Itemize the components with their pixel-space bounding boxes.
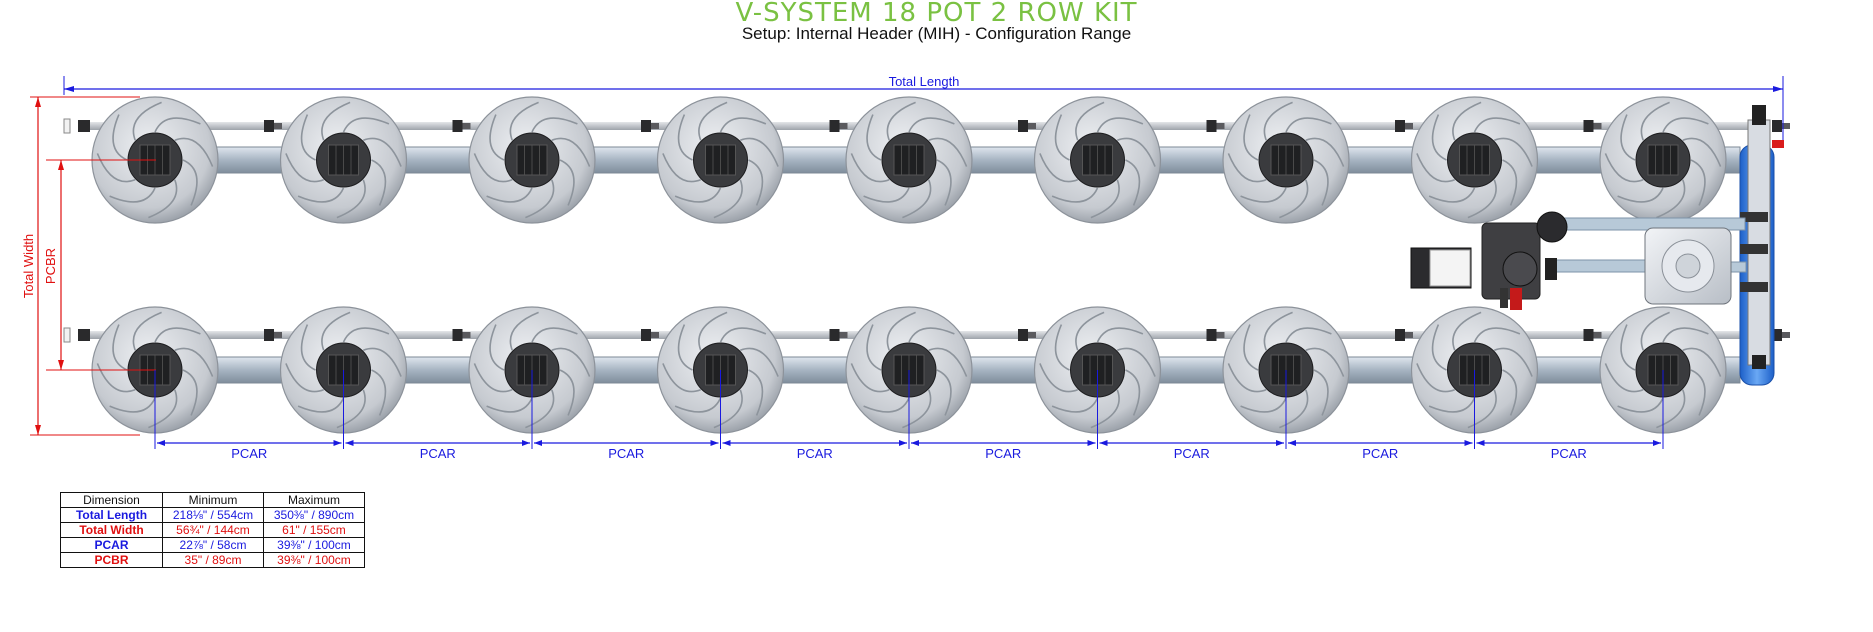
page-subtitle: Setup: Internal Header (MIH) - Configura… (741, 24, 1132, 43)
dripper-fitting (452, 329, 471, 341)
pcar-dimension: PCAR (1097, 370, 1284, 461)
pot (279, 96, 408, 224)
pcar-dimension: PCAR (720, 370, 907, 461)
pcar-dimensions: PCAR PCAR PCAR PCAR PCAR PCAR PCAR PCAR (154, 370, 1664, 461)
dimension-maximum: 61" / 155cm (263, 522, 365, 538)
header-assembly (1739, 105, 1784, 386)
dimension-minimum: 35" / 89cm (162, 552, 264, 568)
reservoir-tank (1644, 227, 1732, 305)
pcar-dimension: PCAR (1285, 370, 1473, 461)
table-row: PCBR 35" / 89cm 39⅜" / 100cm (60, 552, 365, 568)
dimension-name: PCBR (60, 552, 163, 568)
total-length-label: Total Length (889, 74, 960, 89)
total-width-dimension: Total Width (21, 96, 140, 436)
dripper-fitting (1583, 120, 1602, 132)
dimension-maximum: 350⅜" / 890cm (263, 507, 365, 523)
dimension-name: Total Length (60, 507, 163, 523)
pcar-label: PCAR (1174, 446, 1210, 461)
pot (1222, 96, 1350, 224)
total-width-label: Total Width (21, 234, 36, 298)
table-row: Total Width 56¾" / 144cm 61" / 155cm (60, 522, 365, 538)
dimension-name: PCAR (60, 537, 163, 553)
pump-assembly (1410, 211, 1568, 310)
dripper-fitting (1772, 329, 1790, 341)
table-row: Total Length 218⅛" / 554cm 350⅜" / 890cm (60, 507, 365, 523)
pcar-label: PCAR (420, 446, 456, 461)
pcar-dimension: PCAR (154, 370, 342, 461)
table-header-cell: Minimum (162, 492, 264, 508)
table-header-row: Dimension Minimum Maximum (60, 492, 365, 508)
dripper-fitting (1395, 329, 1413, 341)
pot (1033, 96, 1162, 224)
table-row: PCAR 22⅞" / 58cm 39⅜" / 100cm (60, 537, 365, 553)
dripper-fitting (641, 329, 659, 341)
feed-line-end-cap (63, 327, 90, 343)
pot (845, 96, 973, 224)
dripper-fitting (641, 120, 659, 132)
pcar-dimension: PCAR (343, 370, 530, 461)
pcar-dimension: PCAR (531, 370, 719, 461)
pcar-dimension: PCAR (908, 370, 1096, 461)
table-header-cell: Dimension (60, 492, 163, 508)
dripper-fitting (1018, 329, 1036, 341)
dripper-fitting (1772, 120, 1790, 132)
pcar-label: PCAR (231, 446, 267, 461)
pot (656, 96, 785, 224)
pot (1599, 96, 1727, 224)
dripper-fitting (264, 120, 282, 132)
dimension-maximum: 39⅜" / 100cm (263, 552, 365, 568)
pcbr-label: PCBR (43, 248, 58, 284)
pcar-label: PCAR (797, 446, 833, 461)
pcar-label: PCAR (1362, 446, 1398, 461)
dripper-fitting (1583, 329, 1602, 341)
dimension-minimum: 22⅞" / 58cm (162, 537, 264, 553)
pot (1410, 96, 1539, 224)
dripper-fitting (829, 120, 848, 132)
pcbr-dimension: PCBR (43, 159, 156, 371)
feed-line-end-cap (63, 118, 90, 134)
total-length-dimension: Total Length (63, 74, 1784, 140)
pcar-label: PCAR (608, 446, 644, 461)
connector-fittings (63, 118, 1790, 343)
pot (468, 96, 596, 224)
dimension-name: Total Width (60, 522, 163, 538)
dripper-fitting (452, 120, 471, 132)
table-header-cell: Maximum (263, 492, 365, 508)
pcar-label: PCAR (1551, 446, 1587, 461)
dripper-fitting (1395, 120, 1413, 132)
dripper-fitting (1206, 329, 1225, 341)
dimension-maximum: 39⅜" / 100cm (263, 537, 365, 553)
dimension-minimum: 56¾" / 144cm (162, 522, 264, 538)
dripper-fitting (1018, 120, 1036, 132)
pcar-dimension: PCAR (1474, 370, 1661, 461)
dripper-fitting (264, 329, 282, 341)
dripper-fitting (1206, 120, 1225, 132)
pcar-label: PCAR (985, 446, 1021, 461)
dimension-table: Dimension Minimum Maximum Total Length 2… (60, 492, 365, 568)
page-title: V-SYSTEM 18 POT 2 ROW KIT (735, 0, 1138, 28)
dripper-fitting (829, 329, 848, 341)
dimension-minimum: 218⅛" / 554cm (162, 507, 264, 523)
